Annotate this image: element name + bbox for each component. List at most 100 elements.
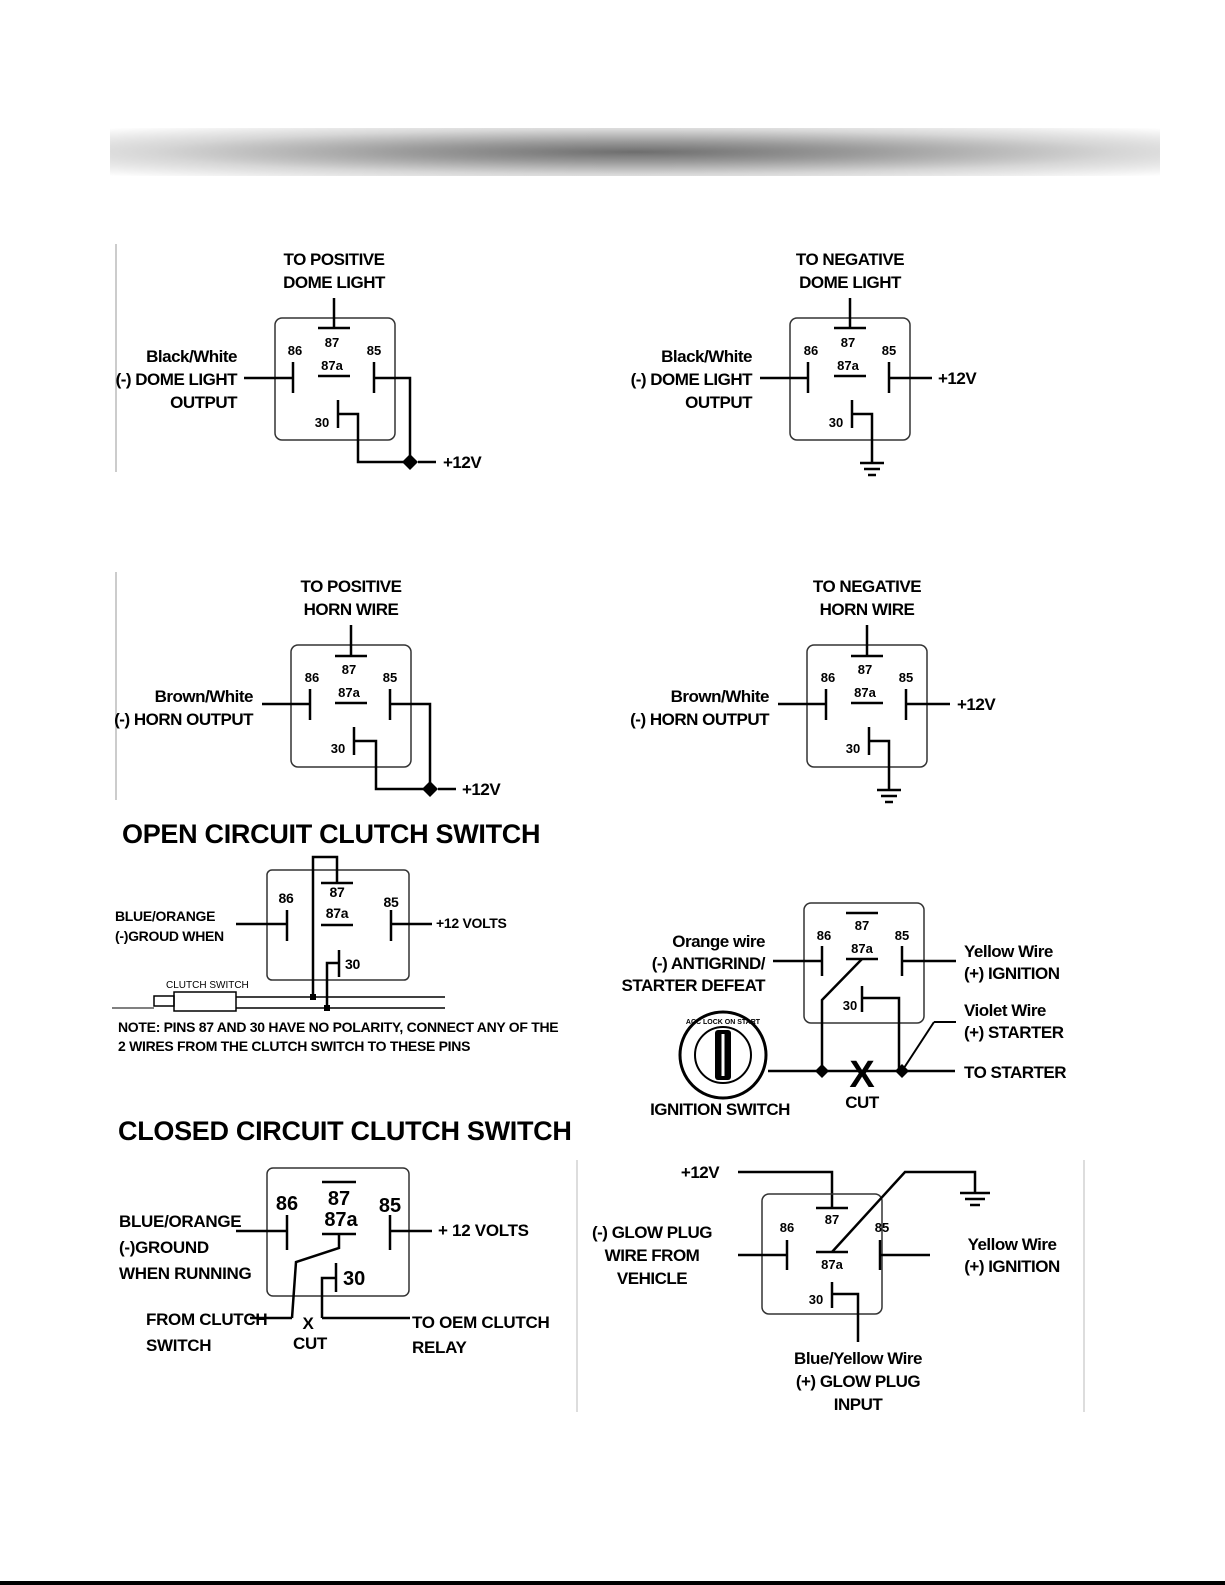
- pin-86: 86: [279, 890, 294, 906]
- switch-body: [173, 991, 237, 1012]
- junction-87: [310, 994, 316, 1000]
- label-top-line1: TO POSITIVE: [301, 577, 402, 596]
- label-right-line2: (+) IGNITION: [964, 1257, 1060, 1276]
- label-power: +12V: [443, 453, 482, 472]
- junction-dot: [402, 454, 418, 470]
- pin-86: 86: [821, 670, 835, 685]
- diagram-negative-dome-light: TO NEGATIVE DOME LIGHT 87 87a 86 85 +12V…: [631, 250, 978, 477]
- pin-85: 85: [379, 1195, 401, 1217]
- label-left-line2: (-) HORN OUTPUT: [630, 710, 770, 729]
- wire-power: [738, 1170, 834, 1208]
- label-power: +12V: [957, 695, 996, 714]
- wire-85: [390, 702, 432, 789]
- pin-87: 87: [328, 1188, 350, 1210]
- label-clutch-switch: CLUTCH SWITCH: [166, 980, 249, 991]
- label-top-line1: TO NEGATIVE: [813, 577, 921, 596]
- wire-87a-ground: [831, 1170, 977, 1253]
- label-left-line2: (-)GROUD WHEN: [115, 928, 224, 944]
- label-bottom-line1: Blue/Yellow Wire: [794, 1349, 922, 1368]
- label-from-line2: SWITCH: [146, 1336, 211, 1355]
- pin-86: 86: [305, 670, 319, 685]
- label-to-line2: RELAY: [412, 1338, 468, 1357]
- label-power: + 12 VOLTS: [438, 1221, 529, 1240]
- label-cut: CUT: [845, 1093, 880, 1112]
- pin-30: 30: [343, 1268, 365, 1290]
- label-left-line2: WIRE FROM: [605, 1246, 700, 1265]
- note-line1: NOTE: PINS 87 AND 30 HAVE NO POLARITY, C…: [118, 1019, 558, 1035]
- label-cut: CUT: [293, 1334, 328, 1353]
- ignition-key-label: ACC LOCK ON START: [686, 1019, 761, 1026]
- pin-30: 30: [829, 415, 843, 430]
- switch-plunger: [153, 995, 175, 1007]
- label-to-starter: TO STARTER: [964, 1063, 1066, 1082]
- pin-85: 85: [383, 670, 397, 685]
- wire-30: [325, 961, 339, 1008]
- label-left-line1: Orange wire: [672, 932, 765, 951]
- label-left-line2: (-) HORN OUTPUT: [114, 710, 254, 729]
- wire-30: [869, 739, 891, 789]
- label-ignition-switch: IGNITION SWITCH: [650, 1100, 790, 1119]
- leader-violet: [901, 1021, 935, 1072]
- wire-30: [354, 739, 430, 791]
- pin-85: 85: [882, 343, 896, 358]
- label-top-line2: DOME LIGHT: [283, 273, 386, 292]
- label-power: +12V: [462, 780, 501, 799]
- label-top-line2: HORN WIRE: [820, 600, 915, 619]
- label-left-line1: Brown/White: [671, 687, 769, 706]
- relay-box: [803, 902, 925, 1024]
- ground-symbol: [960, 1191, 990, 1207]
- pin-87a: 87a: [851, 941, 873, 956]
- diagram-glow-plug: +12V 87 87a 86 85 30 (-) GLOW PLUG WIRE …: [576, 1160, 1085, 1414]
- junction-dot: [422, 781, 438, 797]
- pin-86: 86: [288, 343, 302, 358]
- ground-symbol: [860, 461, 884, 477]
- pin-87a: 87a: [821, 1257, 843, 1272]
- wire-30: [862, 996, 901, 1071]
- label-left-line1: BLUE/ORANGE: [115, 908, 215, 924]
- label-right-line1: Yellow Wire: [968, 1235, 1057, 1254]
- diagram-title: CLOSED CIRCUIT CLUTCH SWITCH: [118, 1116, 572, 1146]
- cut-x-mark: X: [302, 1314, 314, 1333]
- label-from-line1: FROM CLUTCH: [146, 1310, 267, 1329]
- label-left-line3: VEHICLE: [617, 1269, 687, 1288]
- header-gradient-bar: [110, 128, 1160, 176]
- label-right-line1: Yellow Wire: [964, 942, 1053, 961]
- label-right-line3: Violet Wire: [964, 1001, 1046, 1020]
- label-left-line3: OUTPUT: [685, 393, 753, 412]
- label-left-line1: Black/White: [146, 347, 237, 366]
- pin-87: 87: [342, 662, 356, 677]
- wire-30: [320, 1276, 336, 1318]
- wire-87: [311, 855, 339, 997]
- wire-87a: [290, 1234, 341, 1319]
- pin-85: 85: [899, 670, 913, 685]
- label-to-line1: TO OEM CLUTCH: [412, 1313, 549, 1332]
- label-power: +12V: [938, 369, 977, 388]
- label-power: +12 VOLTS: [436, 915, 507, 931]
- label-left-line3: STARTER DEFEAT: [622, 976, 767, 995]
- wire-30: [852, 412, 874, 462]
- pin-85: 85: [875, 1220, 889, 1235]
- label-bottom-line3: INPUT: [834, 1395, 884, 1414]
- diagram-starter-defeat: 87 87a 86 85 30 X CUT ACC LOCK ON START …: [622, 902, 1067, 1119]
- pin-87: 87: [330, 884, 345, 900]
- pin-87: 87: [825, 1212, 839, 1227]
- pin-87: 87: [855, 918, 869, 933]
- diagram-positive-dome-light: TO POSITIVE DOME LIGHT 87 87a 86 85 30 +…: [115, 244, 483, 472]
- pin-87a: 87a: [324, 1209, 358, 1231]
- pin-30: 30: [345, 956, 360, 972]
- label-left-line3: OUTPUT: [170, 393, 238, 412]
- label-left-line1: BLUE/ORANGE: [119, 1212, 241, 1231]
- label-left-line2: (-)GROUND: [119, 1238, 209, 1257]
- label-left-line2: (-) DOME LIGHT: [631, 370, 754, 389]
- wire-87a: [820, 958, 863, 1071]
- label-top-line2: DOME LIGHT: [799, 273, 902, 292]
- page-bottom-border: [0, 1581, 1225, 1585]
- label-right-line4: (+) STARTER: [964, 1023, 1064, 1042]
- label-power: +12V: [681, 1163, 720, 1182]
- pin-30: 30: [315, 415, 329, 430]
- wire-30: [832, 1292, 860, 1342]
- pin-87a: 87a: [338, 685, 360, 700]
- label-left-line1: (-) GLOW PLUG: [592, 1223, 712, 1242]
- diagram-negative-horn-wire: TO NEGATIVE HORN WIRE 87 87a 86 85 +12V …: [630, 577, 997, 804]
